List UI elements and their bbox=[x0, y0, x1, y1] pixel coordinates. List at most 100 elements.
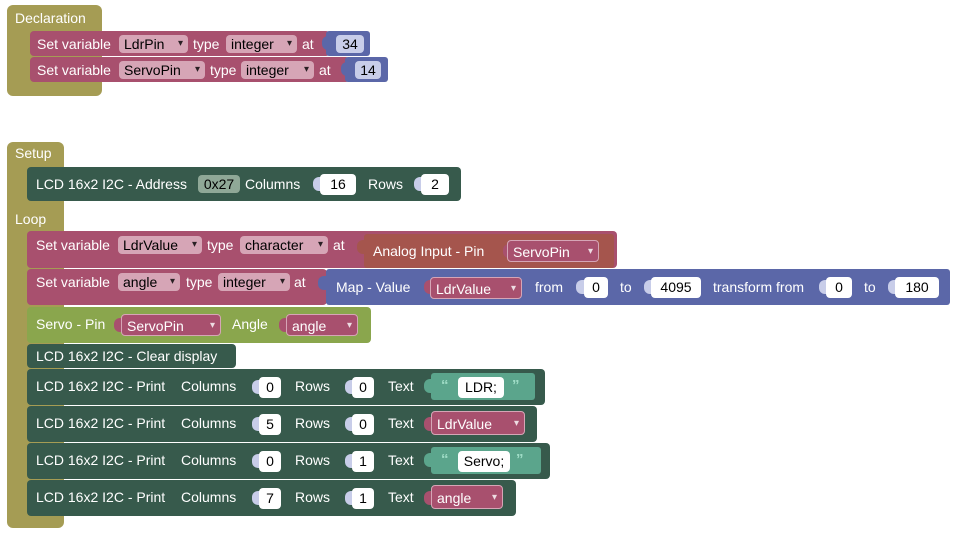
variable-name-dropdown[interactable]: angle bbox=[118, 273, 180, 291]
transform-from-label: transform from bbox=[713, 279, 805, 295]
from-value[interactable]: 0 bbox=[584, 277, 608, 298]
lcd-print-label: LCD 16x2 I2C - Print bbox=[36, 489, 166, 505]
columns-value[interactable]: 5 bbox=[259, 414, 281, 435]
text-label: Text bbox=[388, 378, 414, 394]
at-label: at bbox=[294, 274, 306, 290]
map-value-block[interactable] bbox=[326, 269, 950, 305]
rows-value[interactable]: 1 bbox=[352, 451, 374, 472]
columns-value[interactable]: 0 bbox=[259, 451, 281, 472]
columns-value[interactable]: 0 bbox=[259, 377, 281, 398]
servo-pin-dropdown[interactable]: ServoPin bbox=[121, 314, 221, 337]
rows-label: Rows bbox=[295, 378, 331, 394]
columns-label: Columns bbox=[245, 176, 301, 192]
columns-label: Columns bbox=[181, 489, 237, 505]
type-label: type bbox=[207, 237, 234, 253]
analog-tab bbox=[357, 240, 367, 254]
type-dropdown[interactable]: integer bbox=[218, 273, 290, 291]
rows-value[interactable]: 1 bbox=[352, 488, 374, 509]
set-variable-label: Set variable bbox=[37, 36, 111, 52]
rows-value[interactable]: 0 bbox=[352, 414, 374, 435]
rows-value[interactable]: 2 bbox=[421, 174, 449, 195]
variable-name-dropdown[interactable]: LdrValue bbox=[118, 236, 202, 254]
from-label: from bbox=[535, 279, 563, 295]
text-label: Text bbox=[388, 415, 414, 431]
tto-tab bbox=[888, 280, 898, 294]
variable-name-dropdown[interactable]: ServoPin bbox=[119, 61, 205, 79]
lcd-clear-block[interactable] bbox=[27, 344, 236, 368]
to-value[interactable]: 4095 bbox=[651, 277, 701, 298]
value-number[interactable]: 34 bbox=[336, 35, 364, 53]
columns-tab bbox=[252, 380, 262, 394]
columns-tab bbox=[313, 177, 323, 191]
from-tab bbox=[576, 280, 586, 294]
rows-tab bbox=[345, 380, 355, 394]
rows-label: Rows bbox=[295, 415, 331, 431]
to-label: to bbox=[620, 279, 632, 295]
type-label: type bbox=[186, 274, 213, 290]
close-quote-icon: ” bbox=[516, 451, 524, 468]
to-tab bbox=[644, 280, 654, 294]
lcd-address-field[interactable]: 0x27 bbox=[198, 175, 240, 193]
declaration-title: Declaration bbox=[15, 10, 86, 26]
rows-tab bbox=[345, 417, 355, 431]
text-value[interactable]: LDR; bbox=[458, 377, 504, 398]
value-tab bbox=[322, 36, 332, 50]
rows-value[interactable]: 0 bbox=[352, 377, 374, 398]
tfrom-tab bbox=[819, 280, 829, 294]
at-label: at bbox=[319, 62, 331, 78]
text-var-dropdown[interactable]: LdrValue bbox=[431, 411, 525, 436]
set-variable-label: Set variable bbox=[37, 62, 111, 78]
columns-tab bbox=[252, 491, 262, 505]
text-var-tab bbox=[424, 417, 434, 431]
value-tab bbox=[341, 62, 351, 76]
servo-pin-label: Servo - Pin bbox=[36, 316, 106, 332]
lcd-print-label: LCD 16x2 I2C - Print bbox=[36, 378, 166, 394]
type-dropdown[interactable]: character bbox=[240, 236, 328, 254]
columns-label: Columns bbox=[181, 452, 237, 468]
text-tab bbox=[424, 453, 434, 467]
angle-tab bbox=[279, 318, 289, 332]
angle-dropdown[interactable]: angle bbox=[286, 314, 358, 337]
type-label: type bbox=[193, 36, 220, 52]
rows-tab bbox=[345, 454, 355, 468]
text-label: Text bbox=[388, 489, 414, 505]
rows-tab bbox=[414, 177, 424, 191]
analog-input-label: Analog Input - Pin bbox=[373, 243, 485, 259]
transform-from-value[interactable]: 0 bbox=[826, 277, 852, 298]
text-label: Text bbox=[388, 452, 414, 468]
type-dropdown[interactable]: integer bbox=[226, 35, 297, 53]
text-var-tab bbox=[424, 491, 434, 505]
lcd-init-block[interactable] bbox=[27, 167, 461, 201]
text-var-dropdown[interactable]: angle bbox=[431, 485, 503, 510]
lcd-clear-label: LCD 16x2 I2C - Clear display bbox=[36, 348, 218, 364]
rows-tab bbox=[345, 491, 355, 505]
at-label: at bbox=[333, 237, 345, 253]
type-dropdown[interactable]: integer bbox=[241, 61, 314, 79]
transform-to-value[interactable]: 180 bbox=[895, 277, 939, 298]
map-var-dropdown[interactable]: LdrValue bbox=[430, 277, 522, 300]
loop-title: Loop bbox=[15, 211, 47, 227]
rows-label: Rows bbox=[368, 176, 404, 192]
variable-name-dropdown[interactable]: LdrPin bbox=[119, 35, 188, 53]
map-var-tab bbox=[424, 280, 434, 294]
value-number[interactable]: 14 bbox=[355, 61, 381, 79]
close-quote-icon: ” bbox=[512, 377, 520, 394]
text-value[interactable]: Servo; bbox=[458, 451, 510, 472]
columns-value[interactable]: 16 bbox=[320, 174, 356, 195]
lcd-print-label: LCD 16x2 I2C - Print bbox=[36, 415, 166, 431]
columns-label: Columns bbox=[181, 415, 237, 431]
set-variable-label: Set variable bbox=[36, 237, 110, 253]
lcd-address-label: LCD 16x2 I2C - Address bbox=[36, 176, 187, 192]
to-label: to bbox=[864, 279, 876, 295]
setup-title: Setup bbox=[15, 145, 52, 161]
rows-label: Rows bbox=[295, 452, 331, 468]
pin-dropdown[interactable]: ServoPin bbox=[507, 240, 599, 263]
set-variable-label: Set variable bbox=[36, 274, 110, 290]
open-quote-icon: “ bbox=[441, 377, 449, 394]
rows-label: Rows bbox=[295, 489, 331, 505]
at-label: at bbox=[302, 36, 314, 52]
columns-value[interactable]: 7 bbox=[259, 488, 281, 509]
servo-pin-tab bbox=[114, 318, 124, 332]
columns-label: Columns bbox=[181, 378, 237, 394]
columns-tab bbox=[252, 454, 262, 468]
